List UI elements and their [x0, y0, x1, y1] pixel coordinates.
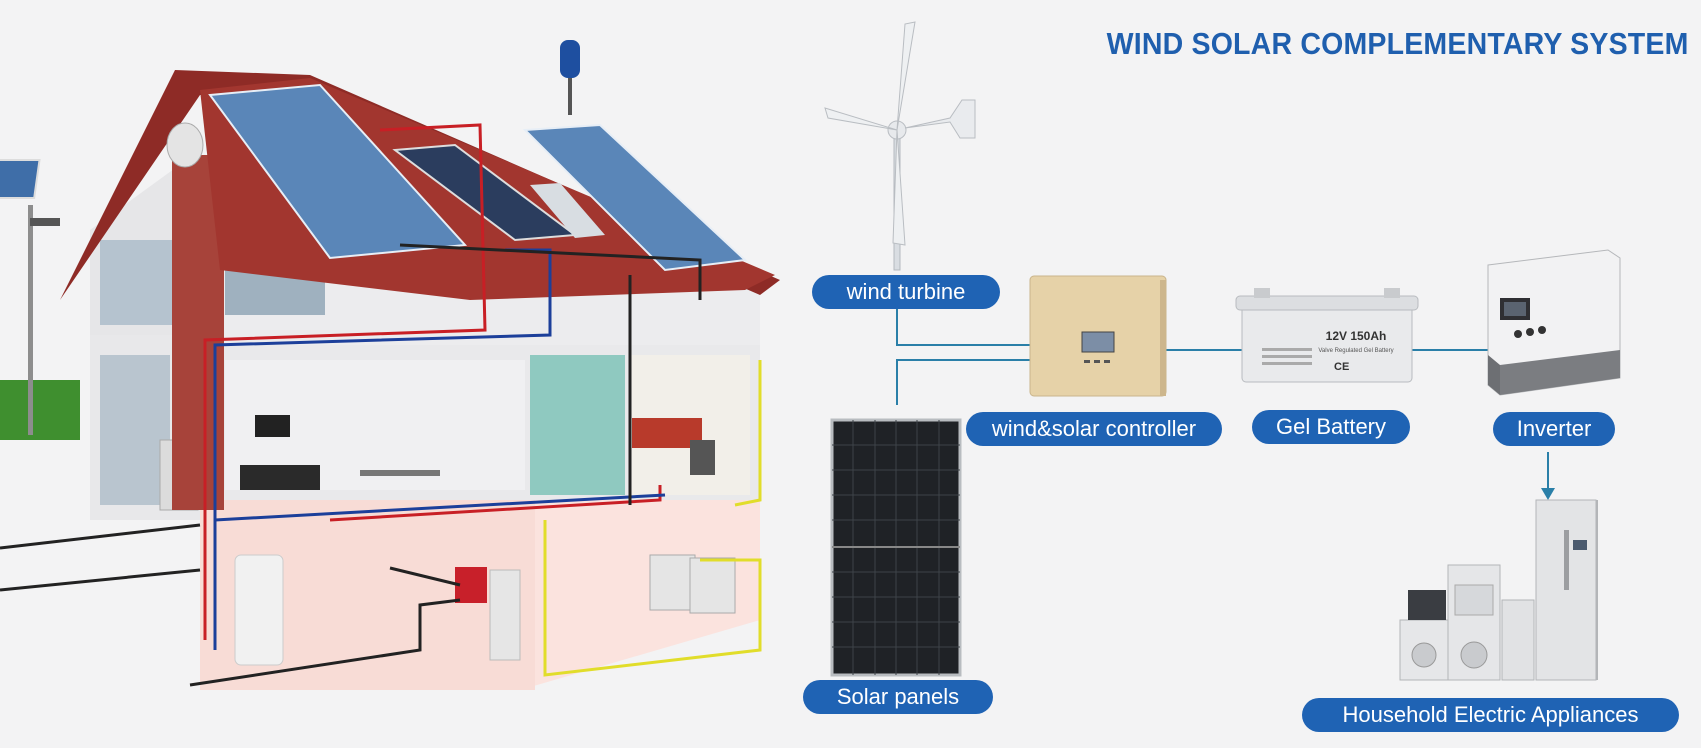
line-turbine-controller — [896, 292, 1030, 346]
house-illustration — [0, 40, 780, 690]
bathroom-tiles — [530, 355, 625, 495]
gel-battery-image: 12V 150Ah Valve Regulated Gel Battery CE — [1235, 288, 1419, 383]
house-wiring — [0, 123, 762, 687]
satellite-dish — [166, 122, 204, 168]
solar-street-lamp — [0, 159, 60, 435]
label-household-appliances: Household Electric Appliances — [1302, 698, 1679, 732]
label-solar-panels: Solar panels — [803, 680, 993, 714]
arrow-down — [1541, 488, 1555, 500]
appliances-image — [1399, 499, 1598, 681]
label-wind-turbine: wind turbine — [812, 275, 1000, 309]
roof-solar-panel-left — [208, 83, 468, 260]
label-gel-battery: Gel Battery — [1252, 410, 1410, 444]
roof-wind-turbine — [560, 40, 580, 115]
inverter-image — [1487, 249, 1621, 396]
label-inverter: Inverter — [1493, 412, 1615, 446]
line-solar-controller — [896, 359, 1030, 405]
battery-ce-mark: CE — [1334, 361, 1349, 373]
roof-solar-panel-right — [522, 123, 748, 272]
controller-image — [1029, 275, 1167, 397]
wind-turbine-image — [824, 21, 976, 271]
label-controller: wind&solar controller — [966, 412, 1222, 446]
window-left — [100, 240, 180, 325]
battery-type: Valve Regulated Gel Battery — [1318, 348, 1393, 354]
solar-panel-image — [830, 418, 962, 677]
hedge — [0, 380, 80, 440]
connector-lines — [896, 292, 1549, 490]
washing-machine — [649, 554, 696, 611]
water-tank — [234, 554, 284, 666]
battery-rating: 12V 150Ah — [1326, 329, 1387, 343]
page-title: WIND SOLAR COMPLEMENTARY SYSTEM — [1107, 26, 1689, 61]
basement-inverter — [455, 567, 487, 603]
